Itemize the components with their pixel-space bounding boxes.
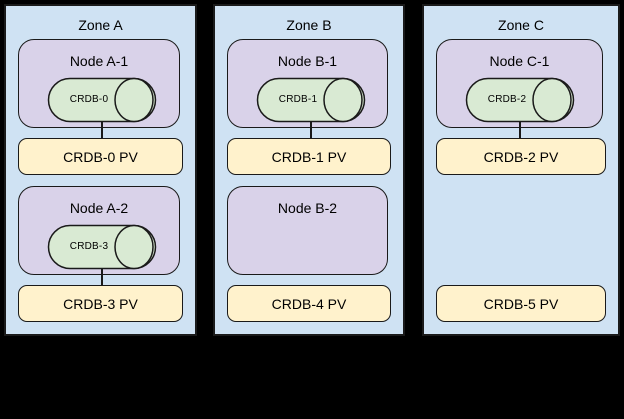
pod-label: CRDB-0 — [69, 93, 109, 105]
node-b-2: Node B-2 — [227, 186, 388, 275]
zone-a: Zone A Node A-1 CRDB-0 CRDB-0 PV Node A-… — [4, 4, 197, 336]
pv-label: CRDB-3 PV — [63, 295, 138, 312]
pod-label: CRDB-3 — [69, 240, 109, 252]
pv-box: CRDB-3 PV — [18, 285, 183, 322]
pv-label: CRDB-4 PV — [271, 295, 347, 312]
pv-box: CRDB-5 PV — [436, 285, 606, 322]
crdb-pod-cylinder: CRDB-3 — [47, 224, 157, 270]
pod-pv-connector-line — [310, 122, 312, 139]
node-c-1: Node C-1 CRDB-2 — [436, 39, 603, 128]
pod-pv-connector-line — [101, 269, 103, 286]
zone-b: Zone B Node B-1 CRDB-1 CRDB-1 PV Node B-… — [213, 4, 405, 336]
pv-label: CRDB-1 PV — [271, 148, 347, 165]
crdb-pod-cylinder: CRDB-2 — [465, 77, 575, 123]
node-b-1: Node B-1 CRDB-1 — [227, 39, 388, 128]
zone-title: Zone A — [78, 17, 123, 33]
pod-pv-connector-line — [519, 122, 521, 139]
pv-label: CRDB-0 PV — [63, 148, 138, 165]
crdb-pod-cylinder: CRDB-1 — [256, 77, 366, 123]
database-cylinder-icon — [465, 77, 575, 123]
pv-box: CRDB-4 PV — [227, 285, 391, 322]
node-title: Node A-1 — [69, 53, 129, 69]
zone-title: Zone B — [286, 17, 332, 33]
node-a-2: Node A-2 CRDB-3 — [18, 186, 180, 275]
database-cylinder-icon — [47, 77, 157, 123]
node-a-1: Node A-1 CRDB-0 — [18, 39, 180, 128]
zone-title: Zone C — [498, 17, 544, 33]
pod-label: CRDB-2 — [487, 93, 527, 105]
pv-box: CRDB-2 PV — [436, 138, 606, 175]
node-title: Node B-1 — [277, 53, 338, 69]
database-cylinder-icon — [47, 224, 157, 270]
pod-pv-connector-line — [101, 122, 103, 139]
database-cylinder-icon — [256, 77, 366, 123]
node-title: Node A-2 — [69, 200, 129, 216]
pv-label: CRDB-5 PV — [483, 295, 559, 312]
pv-box: CRDB-0 PV — [18, 138, 183, 175]
node-title: Node B-2 — [277, 200, 338, 216]
zone-c: Zone C Node C-1 CRDB-2 CRDB-2 PV CRDB-5 … — [422, 4, 620, 336]
pv-box: CRDB-1 PV — [227, 138, 391, 175]
pv-label: CRDB-2 PV — [483, 148, 559, 165]
node-title: Node C-1 — [489, 53, 550, 69]
crdb-pod-cylinder: CRDB-0 — [47, 77, 157, 123]
pod-label: CRDB-1 — [278, 93, 318, 105]
